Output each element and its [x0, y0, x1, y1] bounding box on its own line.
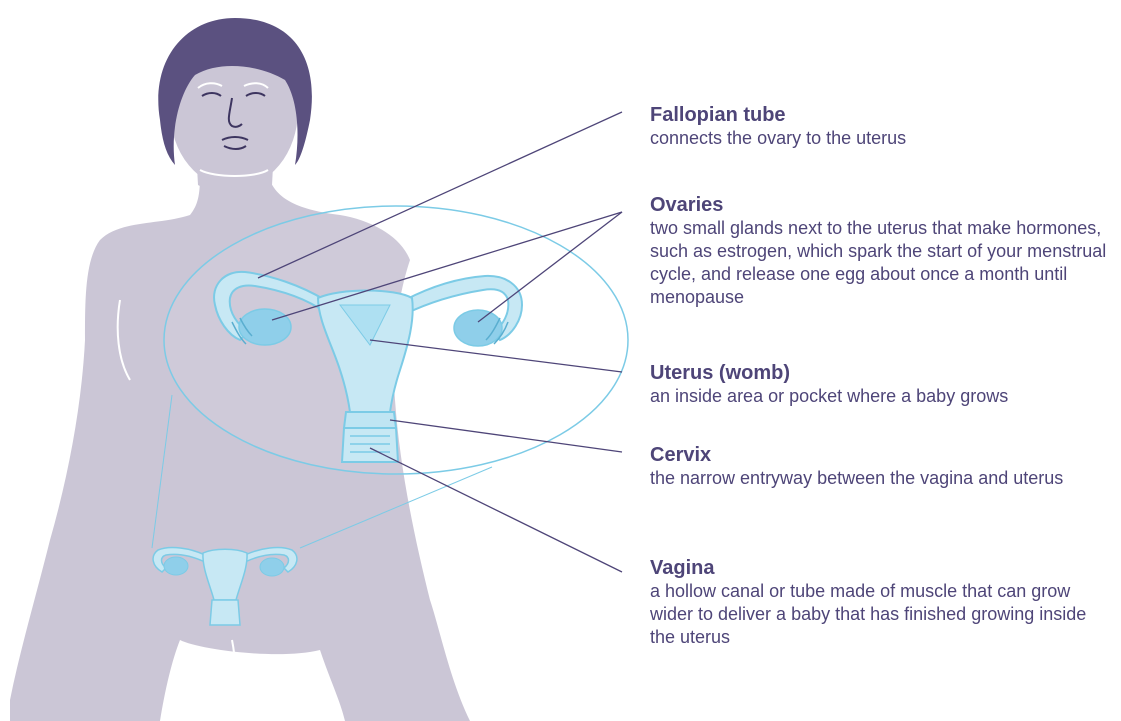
vagina-shape — [342, 428, 398, 462]
cervix-shape — [344, 412, 396, 428]
label-cervix: Cervix the narrow entryway between the v… — [650, 443, 1090, 490]
label-fallopian-tube: Fallopian tube connects the ovary to the… — [650, 103, 1112, 150]
label-uterus: Uterus (womb) an inside area or pocket w… — [650, 361, 1112, 408]
small-ovary-left — [164, 557, 188, 575]
label-title: Cervix — [650, 443, 1090, 467]
label-description: two small glands next to the uterus that… — [650, 217, 1112, 309]
label-title: Uterus (womb) — [650, 361, 1112, 385]
ovary-left — [239, 309, 291, 345]
small-cervix-vagina — [210, 600, 240, 625]
label-description: the narrow entryway between the vagina a… — [650, 467, 1090, 490]
label-ovaries: Ovaries two small glands next to the ute… — [650, 193, 1112, 309]
label-description: connects the ovary to the uterus — [650, 127, 1112, 150]
label-vagina: Vagina a hollow canal or tube made of mu… — [650, 556, 1112, 649]
label-description: an inside area or pocket where a baby gr… — [650, 385, 1112, 408]
label-title: Fallopian tube — [650, 103, 1112, 127]
label-description: a hollow canal or tube made of muscle th… — [650, 580, 1112, 649]
label-title: Ovaries — [650, 193, 1112, 217]
label-title: Vagina — [650, 556, 1112, 580]
leg-gap — [220, 640, 235, 721]
small-ovary-right — [260, 558, 284, 576]
